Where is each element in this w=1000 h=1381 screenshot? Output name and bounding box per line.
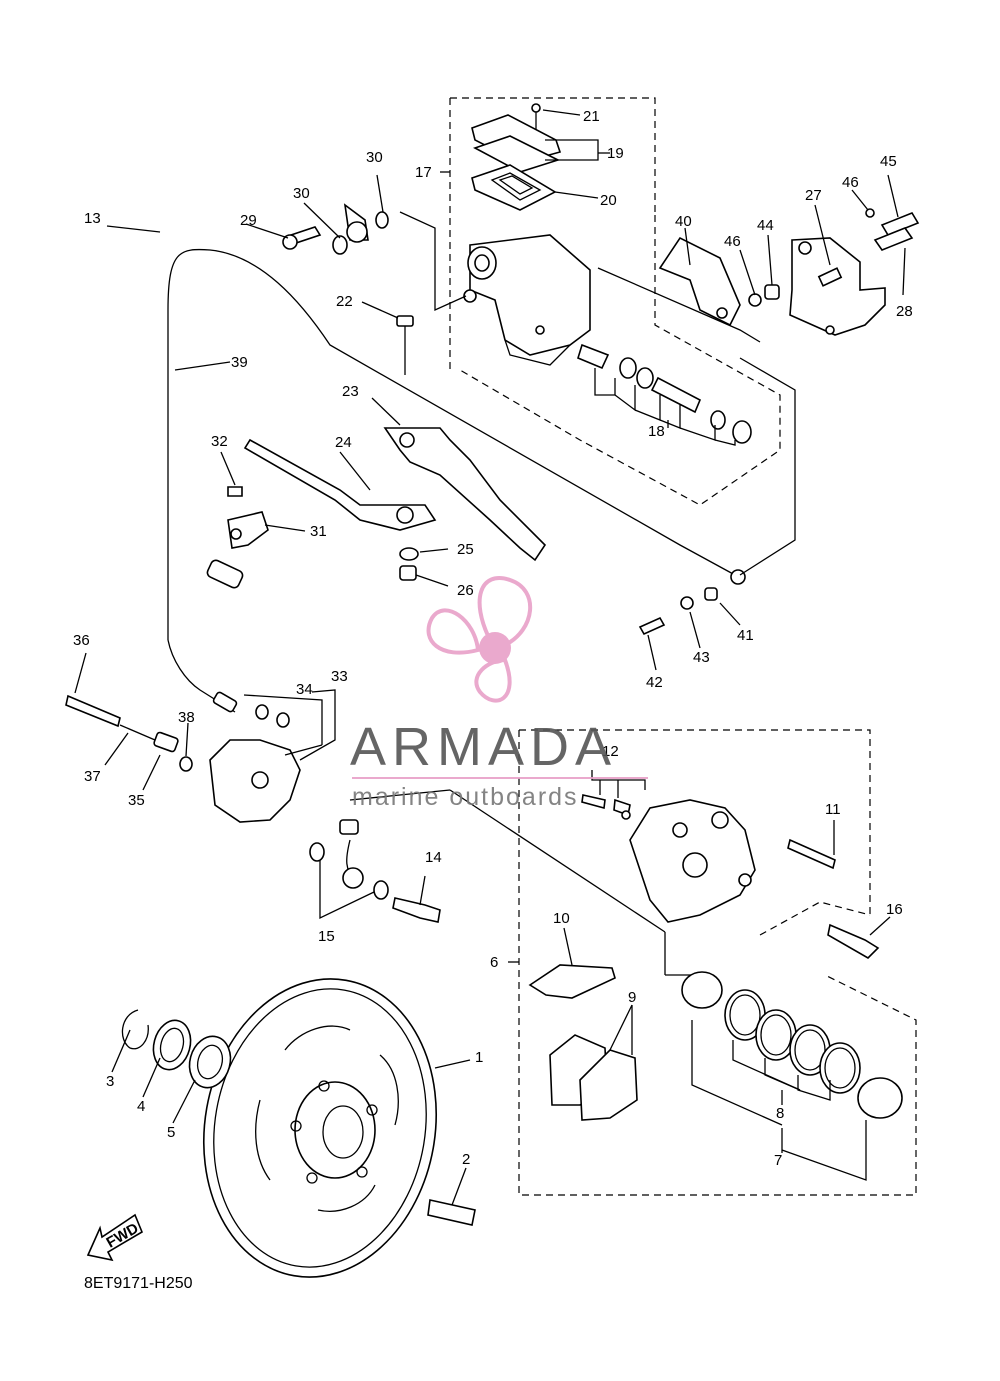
callout-46: 46 xyxy=(842,174,859,191)
callout-9: 9 xyxy=(628,989,636,1006)
callout-4: 4 xyxy=(137,1098,145,1115)
hose-fittings-bottom xyxy=(309,842,441,923)
callout-18: 18 xyxy=(648,423,665,440)
callout-39: 39 xyxy=(231,354,248,371)
callout-41: 41 xyxy=(737,627,754,644)
leader-lines xyxy=(74,109,906,1206)
callout-21: 21 xyxy=(583,108,600,125)
callout-45: 45 xyxy=(880,153,897,170)
brake-pads xyxy=(528,964,638,1121)
callout-32: 32 xyxy=(211,433,228,450)
callout-34: 34 xyxy=(296,681,313,698)
watermark: ARMADA marine outboards xyxy=(350,576,648,811)
master-cylinder-body xyxy=(463,234,591,366)
callout-17: 17 xyxy=(415,164,432,181)
callout-36: 36 xyxy=(73,632,90,649)
callout-22: 22 xyxy=(336,293,353,310)
callout-15: 15 xyxy=(318,928,335,945)
hand-lever-assy xyxy=(243,315,547,581)
caliper-pistons xyxy=(681,971,903,1181)
callout-12: 12 xyxy=(602,743,619,760)
callout-30: 30 xyxy=(366,149,383,166)
callout-42: 42 xyxy=(646,674,663,691)
drawing-code: 8ET9171-H250 xyxy=(84,1275,193,1292)
callout-38: 38 xyxy=(178,709,195,726)
callout-23: 23 xyxy=(342,383,359,400)
main-caliper-body xyxy=(349,789,880,976)
callout-27: 27 xyxy=(805,187,822,204)
small-caliper-assy xyxy=(65,689,336,823)
callout-7: 7 xyxy=(774,1152,782,1169)
brake-disc xyxy=(202,978,438,1278)
watermark-title: ARMADA xyxy=(350,717,617,777)
master-cylinder-kit-frame xyxy=(449,97,656,372)
callout-40: 40 xyxy=(675,213,692,230)
callout-3: 3 xyxy=(106,1073,114,1090)
brake-cable xyxy=(167,248,746,713)
callout-43: 43 xyxy=(693,649,710,666)
callout-20: 20 xyxy=(600,192,617,209)
callout-1: 1 xyxy=(475,1049,483,1066)
callout-6: 6 xyxy=(490,954,498,971)
callout-31: 31 xyxy=(310,523,327,540)
callout-25: 25 xyxy=(457,541,474,558)
reservoir-cap-assy xyxy=(471,103,562,211)
fwd-arrow-icon: FWD xyxy=(86,1213,144,1262)
hose-fittings-top xyxy=(282,203,389,255)
callout-30: 30 xyxy=(293,185,310,202)
callout-44: 44 xyxy=(757,217,774,234)
rear-master-assy-frame xyxy=(459,215,781,506)
watermark-subtitle: marine outboards xyxy=(352,783,579,811)
callout-37: 37 xyxy=(84,768,101,785)
callout-5: 5 xyxy=(167,1124,175,1141)
callout-10: 10 xyxy=(553,910,570,927)
callout-24: 24 xyxy=(335,434,352,451)
callout-labels: 1234567891011121314151617181920212223242… xyxy=(73,108,913,1169)
callout-13: 13 xyxy=(84,210,101,227)
callout-33: 33 xyxy=(331,668,348,685)
disc-key xyxy=(427,1199,476,1226)
piston-kit xyxy=(577,343,752,446)
callout-14: 14 xyxy=(425,849,442,866)
callout-46: 46 xyxy=(724,233,741,250)
callout-35: 35 xyxy=(128,792,145,809)
cable-clamp xyxy=(227,486,269,549)
callout-8: 8 xyxy=(776,1105,784,1122)
callout-29: 29 xyxy=(240,212,257,229)
callout-11: 11 xyxy=(825,801,841,818)
callout-16: 16 xyxy=(886,901,903,918)
propeller-logo-icon xyxy=(426,576,533,703)
callout-26: 26 xyxy=(457,582,474,599)
callout-19: 19 xyxy=(607,145,624,162)
disc-hardware xyxy=(121,1009,232,1089)
caliper-assy-frame xyxy=(518,729,917,1196)
callout-28: 28 xyxy=(896,303,913,320)
cable-hardware xyxy=(638,587,718,636)
callout-2: 2 xyxy=(462,1151,470,1168)
rear-master-bracket xyxy=(658,208,920,336)
